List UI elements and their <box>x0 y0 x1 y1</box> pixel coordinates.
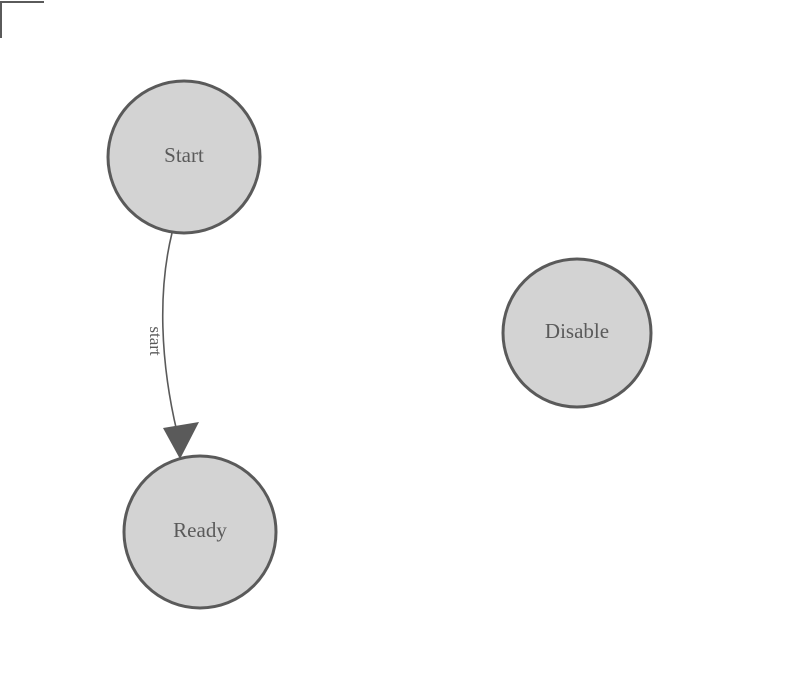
arrowhead-icon <box>163 422 199 459</box>
edge-label-group: start <box>146 326 165 356</box>
node-start-label: Start <box>164 143 204 167</box>
node-ready-label: Ready <box>173 518 227 542</box>
node-disable-circle <box>501 257 653 409</box>
node-ready[interactable]: Ready <box>122 454 278 610</box>
node-start-circle <box>106 79 262 235</box>
node-disable[interactable]: Disable <box>501 257 653 409</box>
edge-line <box>161 232 178 433</box>
node-disable-label: Disable <box>545 319 609 343</box>
edge-label-start: start <box>146 326 165 356</box>
node-ready-circle <box>122 454 278 610</box>
node-start[interactable]: Start <box>106 79 262 235</box>
edge-start-to-ready[interactable]: start <box>146 232 199 459</box>
top-left-corner-mark <box>0 1 44 38</box>
